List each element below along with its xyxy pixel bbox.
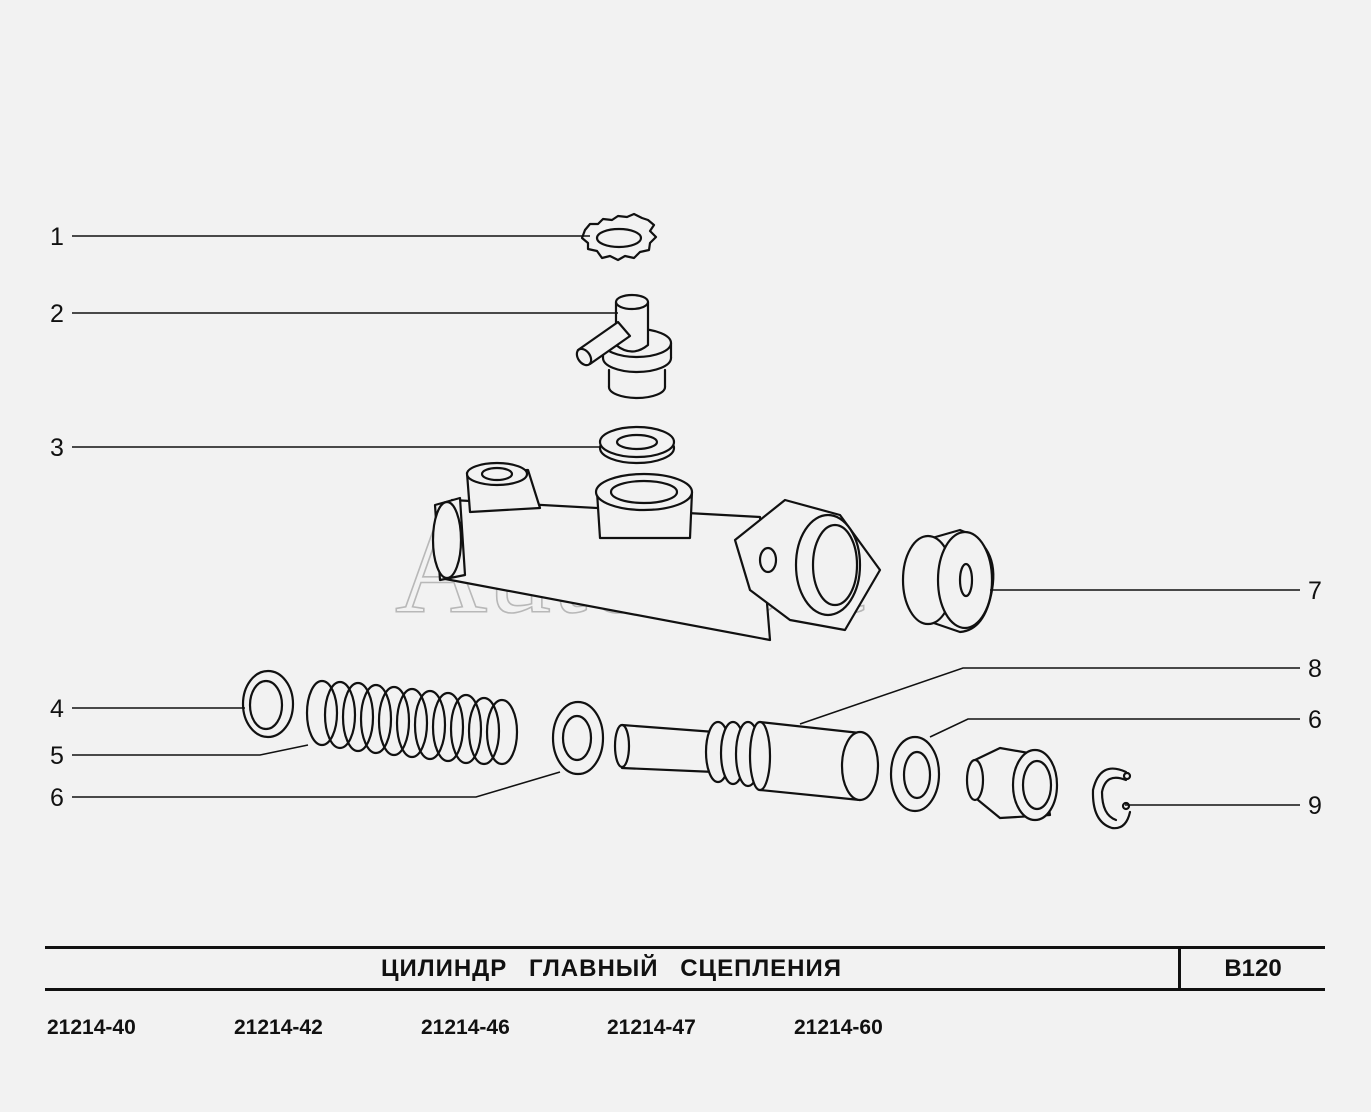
title-divider [1178,949,1181,988]
callout-2: 2 [50,300,64,328]
model-code: 21214-60 [794,1016,883,1039]
sheet-code: B120 [1224,955,1282,982]
part-return-spring [305,679,519,766]
callout-4: 4 [50,695,64,723]
part-circlip [1091,767,1132,830]
part-retaining-ring [241,669,295,739]
part-sealing-washer [598,425,676,465]
leader-lines [72,235,1300,806]
part-banjo-fitting [575,293,673,400]
callout-1: 1 [50,223,64,251]
part-cup-seal-left [551,700,605,776]
callout-6-left: 6 [50,784,64,812]
callout-6-right: 6 [1308,706,1322,734]
part-cylinder-body [431,461,882,642]
callout-numbers: 1 2 3 7 8 4 5 6 6 9 [50,223,1322,820]
callout-3: 3 [50,434,64,462]
title-block: ЦИЛИНДР ГЛАВНЫЙ СЦЕПЛЕНИЯ B120 [45,946,1325,991]
part-cup-seal-right [889,735,941,813]
sheet-title: ЦИЛИНДР ГЛАВНЫЙ СЦЕПЛЕНИЯ [380,955,843,982]
model-code: 21214-40 [47,1016,136,1039]
callout-5: 5 [50,742,64,770]
model-code: 21214-46 [421,1016,510,1039]
callout-7: 7 [1308,577,1322,605]
model-code: 21214-47 [607,1016,696,1039]
part-protective-cap [901,528,995,634]
callout-8: 8 [1308,655,1322,683]
part-lock-washer [580,212,658,262]
model-code: 21214-42 [234,1016,323,1039]
part-pusher [965,746,1059,822]
part-piston [613,720,880,802]
callout-9: 9 [1308,792,1322,820]
